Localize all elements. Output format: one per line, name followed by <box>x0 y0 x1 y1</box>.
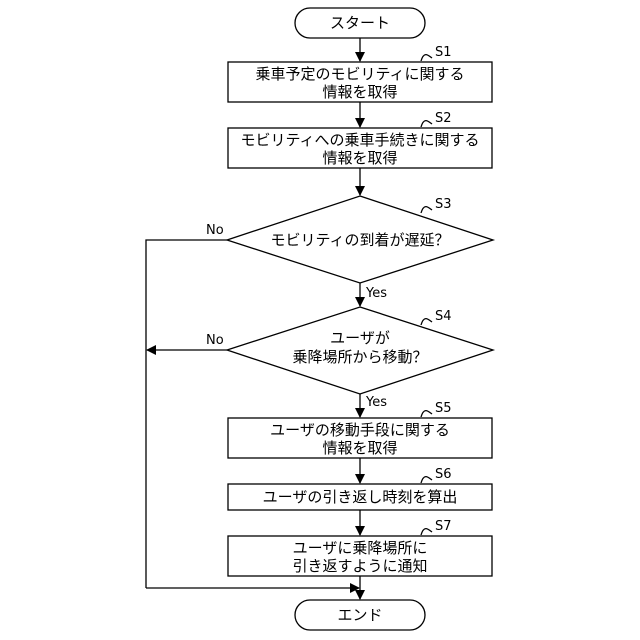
step-s5-id: S5 <box>435 401 452 416</box>
step-s2-box: モビリティへの乗車手続きに関する 情報を取得 <box>228 128 492 168</box>
step-s5-leader <box>421 411 432 417</box>
step-s7-leader <box>421 529 432 535</box>
edge-s3-no <box>146 240 227 588</box>
step-s1-line-2: 情報を取得 <box>322 83 397 101</box>
s3-yes-label: Yes <box>365 286 387 301</box>
step-s7-id: S7 <box>435 519 452 534</box>
decision-s3-text: モビリティの到着が遅延？ <box>270 231 449 249</box>
step-s6-leader <box>421 477 432 483</box>
step-s2-line-2: 情報を取得 <box>322 149 397 167</box>
step-s1-leader <box>421 55 432 61</box>
step-s1-id: S1 <box>435 45 452 60</box>
s4-no-label: No <box>206 333 224 348</box>
step-s7-line-1: ユーザに乗降場所に <box>293 539 428 557</box>
s3-no-label: No <box>206 223 224 238</box>
decision-s4: ユーザが 乗降場所から移動？ <box>227 307 493 394</box>
step-s5-box: ユーザの移動手段に関する 情報を取得 <box>228 418 492 458</box>
step-s1-box: 乗車予定のモビリティに関する 情報を取得 <box>228 62 492 102</box>
step-s6-id: S6 <box>435 467 452 482</box>
start-terminal: スタート <box>295 8 425 38</box>
end-label: エンド <box>337 606 382 624</box>
decision-s3: モビリティの到着が遅延？ <box>227 196 493 283</box>
s4-yes-label: Yes <box>365 395 387 410</box>
step-s7-line-2: 引き返すように通知 <box>292 557 427 575</box>
start-label: スタート <box>330 14 390 32</box>
end-terminal: エンド <box>295 600 425 630</box>
step-s5-line-1: ユーザの移動手段に関する <box>270 421 450 439</box>
step-s7-box: ユーザに乗降場所に 引き返すように通知 <box>228 536 492 576</box>
step-s3-leader <box>421 207 432 213</box>
step-s6-line-1: ユーザの引き返し時刻を算出 <box>263 488 458 506</box>
decision-s4-line-2: 乗降場所から移動？ <box>292 348 427 366</box>
step-s4-leader <box>421 319 432 325</box>
step-s6-box: ユーザの引き返し時刻を算出 <box>228 484 492 510</box>
step-s3-id: S3 <box>435 197 452 212</box>
step-s5-line-2: 情報を取得 <box>322 439 397 457</box>
step-s1-line-1: 乗車予定のモビリティに関する <box>255 65 464 83</box>
step-s2-id: S2 <box>435 111 452 126</box>
step-s4-id: S4 <box>435 309 452 324</box>
decision-s4-line-1: ユーザが <box>330 329 390 347</box>
step-s2-line-1: モビリティへの乗車手続きに関する <box>240 131 479 149</box>
step-s2-leader <box>421 121 432 127</box>
